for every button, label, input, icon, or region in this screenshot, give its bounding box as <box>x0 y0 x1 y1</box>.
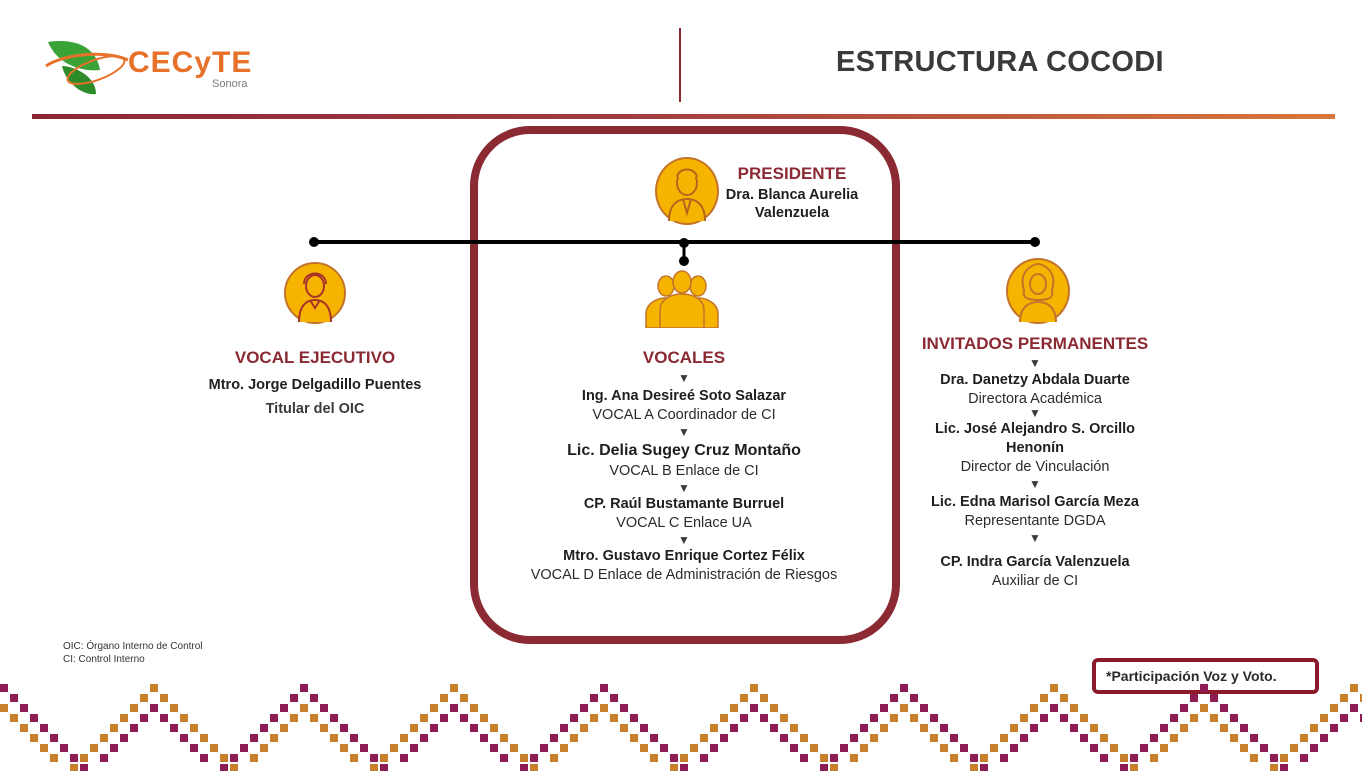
down-triangle-icon: ▼ <box>1029 356 1041 370</box>
vocales-column: VOCALES ▼ Ing. Ana Desireé Soto Salazar … <box>474 348 894 583</box>
logo-subtitle: Sonora <box>212 78 248 90</box>
vocal-ejecutivo-post: Titular del OIC <box>265 401 365 417</box>
invitado-2-name-line2: Henonín <box>1006 440 1064 456</box>
vocal-b-name: Lic. Delia Sugey Cruz Montaño <box>567 442 801 459</box>
group-people-icon <box>642 270 722 329</box>
connector-node-left <box>309 237 319 247</box>
cecyte-logo <box>44 36 259 100</box>
invitado-1-name: Dra. Danetzy Abdala Duarte <box>940 372 1130 388</box>
vocal-d-name: Mtro. Gustavo Enrique Cortez Félix <box>563 548 805 564</box>
down-triangle-icon: ▼ <box>1029 531 1041 545</box>
invitado-3-post: Representante DGDA <box>964 513 1106 529</box>
presidente-name-line1: Dra. Blanca Aurelia <box>725 187 859 203</box>
man-with-headset-icon <box>284 262 346 324</box>
header-rule <box>32 114 1335 119</box>
invitado-3-name: Lic. Edna Marisol García Meza <box>931 494 1139 510</box>
vocales-frame <box>470 126 900 644</box>
logo-wordmark: CECyTE <box>128 46 253 79</box>
invitado-4-post: Auxiliar de CI <box>991 573 1079 589</box>
vocales-role: VOCALES <box>642 348 726 367</box>
invitados-role: INVITADOS PERMANENTES <box>921 334 1149 353</box>
invitado-2-name-line1: Lic. José Alejandro S. Orcillo <box>934 421 1136 437</box>
down-triangle-icon: ▼ <box>1029 477 1041 491</box>
decorative-pattern <box>0 684 1362 771</box>
footnote: OIC: Órgano Interno de Control CI: Contr… <box>63 640 203 666</box>
vocal-a-post: VOCAL A Coordinador de CI <box>592 407 776 423</box>
vocal-ejecutivo-role: VOCAL EJECUTIVO <box>234 348 396 367</box>
down-triangle-icon: ▼ <box>678 533 690 547</box>
woman-icon <box>1006 258 1070 324</box>
down-triangle-icon: ▼ <box>678 481 690 495</box>
vocal-ejecutivo-name: Mtro. Jorge Delgadillo Puentes <box>208 377 422 393</box>
footnote-oic: OIC: Órgano Interno de Control <box>63 641 203 652</box>
invitado-2-post: Director de Vinculación <box>960 459 1110 475</box>
header-divider <box>679 28 681 102</box>
presidente-block: PRESIDENTE Dra. Blanca Aurelia Valenzuel… <box>722 164 862 221</box>
page-title: ESTRUCTURA COCODI <box>836 46 1164 78</box>
down-triangle-icon: ▼ <box>678 425 690 439</box>
man-in-suit-icon <box>655 157 719 225</box>
connector-node-right <box>1030 237 1040 247</box>
presidente-role: PRESIDENTE <box>737 164 847 183</box>
presidente-name-line2: Valenzuela <box>754 205 830 221</box>
vocal-c-name: CP. Raúl Bustamante Burruel <box>583 496 785 512</box>
down-triangle-icon: ▼ <box>678 371 690 385</box>
vocal-ejecutivo-block: VOCAL EJECUTIVO Mtro. Jorge Delgadillo P… <box>184 348 446 417</box>
invitados-column: INVITADOS PERMANENTES ▼ Dra. Danetzy Abd… <box>905 334 1165 589</box>
footnote-ci: CI: Control Interno <box>63 654 145 665</box>
invitado-4-name: CP. Indra García Valenzuela <box>940 554 1130 570</box>
vocal-c-post: VOCAL C Enlace UA <box>616 515 752 531</box>
down-triangle-icon: ▼ <box>1029 406 1041 420</box>
leaf-logo-icon <box>45 41 129 95</box>
vocal-d-post: VOCAL D Enlace de Administración de Ries… <box>530 567 838 583</box>
vocal-b-post: VOCAL B Enlace de CI <box>609 463 759 479</box>
vocal-a-name: Ing. Ana Desireé Soto Salazar <box>581 388 787 404</box>
invitado-1-post: Directora Académica <box>968 391 1102 407</box>
